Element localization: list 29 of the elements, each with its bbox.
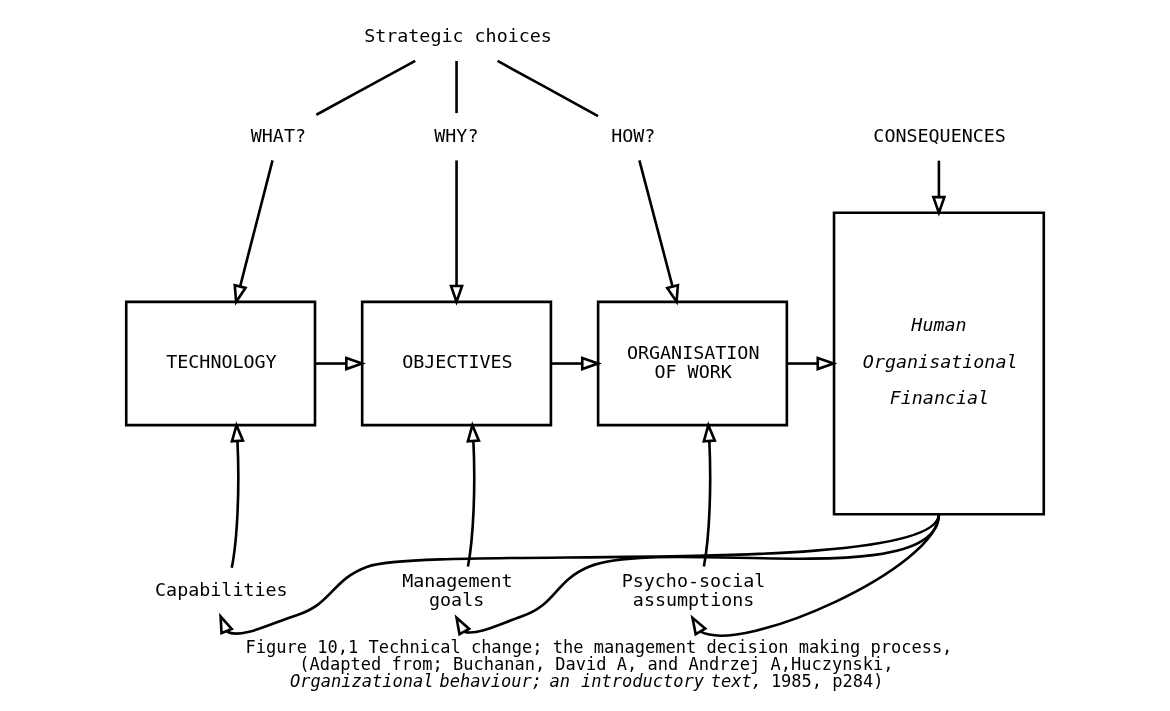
- arrow: [219, 513, 940, 636]
- node-text: Strategic choices: [364, 25, 552, 47]
- arrow: [787, 356, 838, 371]
- arrow: [449, 160, 464, 306]
- arrow: [466, 421, 481, 567]
- arrow: [454, 513, 941, 637]
- caption: Figure 10,1 Technical change; the management decision making process, (Adapted from; Buchanan, David A, and Andrzej A,Huczynski, Organizational behaviour; an introductory text, 1985, p284): [245, 637, 953, 692]
- node-text: Psycho-social assumptions: [621, 569, 766, 611]
- node-box: OBJECTIVES: [360, 300, 553, 427]
- arrow: [551, 356, 602, 371]
- arrow: [230, 421, 245, 568]
- node-box: Human Organisational Financial: [832, 211, 1046, 516]
- arrow: [638, 160, 680, 306]
- node-box: ORGANISATION OF WORK: [596, 300, 789, 427]
- arrow: [690, 513, 941, 637]
- arrow: [931, 160, 947, 217]
- connector: [315, 59, 416, 116]
- node-text: Capabilities: [155, 579, 288, 601]
- node-box: TECHNOLOGY: [124, 300, 317, 427]
- node-text: WHAT?: [250, 124, 306, 146]
- connector: [455, 60, 458, 114]
- arrow: [702, 421, 717, 567]
- node-text: CONSEQUENCES: [873, 124, 1006, 146]
- node-text: Management goals: [402, 569, 513, 611]
- node-text: WHY?: [434, 124, 479, 146]
- arrow: [233, 160, 274, 306]
- node-text: HOW?: [611, 124, 656, 146]
- arrow: [315, 356, 367, 371]
- connector: [496, 59, 599, 118]
